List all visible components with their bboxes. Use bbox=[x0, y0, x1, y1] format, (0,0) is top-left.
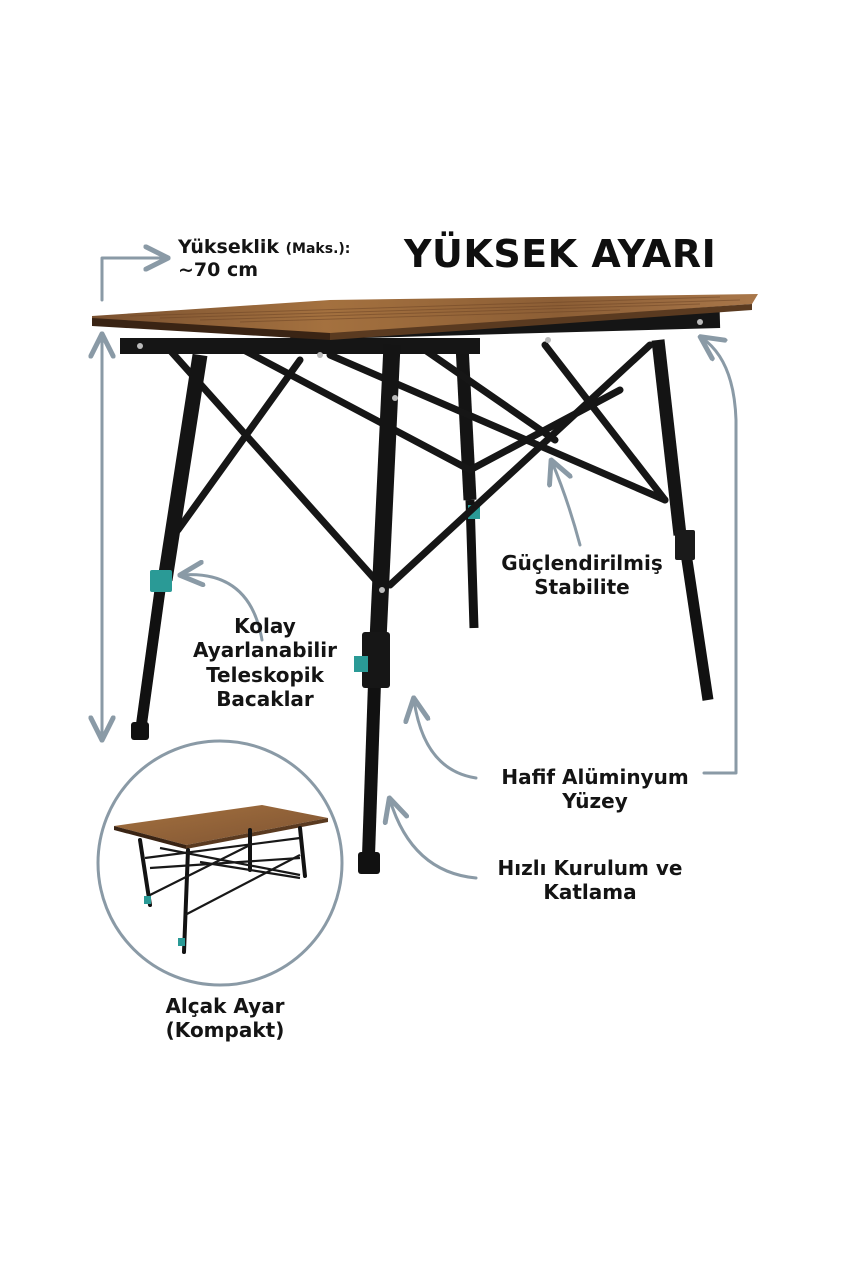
height-top-arrow bbox=[100, 258, 166, 302]
feature-surface-line: Hafif Alüminyum bbox=[501, 765, 689, 789]
surface-left-arrow bbox=[414, 700, 478, 780]
feature-stability-line: Stabilite bbox=[534, 575, 630, 600]
feature-setup-line: Katlama bbox=[543, 880, 637, 905]
table-top bbox=[92, 294, 758, 340]
height-qualifier: (Maks.): bbox=[285, 241, 351, 257]
back-right-leg bbox=[651, 339, 714, 701]
setup-arrow bbox=[390, 800, 478, 880]
compact-table-icon bbox=[114, 805, 328, 954]
feature-legs-line: Ayarlanabilir bbox=[193, 638, 337, 663]
arrows bbox=[100, 258, 738, 880]
feature-setup-line: Hızlı Kurulum ve bbox=[497, 856, 683, 880]
stability-arrow bbox=[552, 462, 582, 547]
compact-label: Alçak Ayar (Kompakt) bbox=[140, 994, 310, 1043]
height-label: Yükseklik (Maks.): ~70 cm bbox=[178, 236, 350, 282]
front-right-leg bbox=[354, 344, 401, 874]
feature-legs-line: Bacaklar bbox=[216, 687, 314, 712]
compact-inset bbox=[96, 739, 344, 987]
feature-legs-line: Kolay bbox=[234, 614, 296, 638]
feature-surface: Hafif Alüminyum Yüzey bbox=[488, 765, 702, 814]
feature-legs-line: Teleskopik bbox=[206, 662, 324, 687]
cross-braces bbox=[164, 341, 669, 589]
large-table bbox=[92, 294, 758, 874]
compact-label-line: Alçak Ayar bbox=[165, 994, 285, 1018]
height-value: ~70 cm bbox=[178, 259, 259, 282]
compact-label-line: (Kompakt) bbox=[165, 1018, 285, 1043]
feature-setup: Hızlı Kurulum ve Katlama bbox=[488, 856, 692, 905]
feature-stability: Güçlendirilmiş Stabilite bbox=[492, 551, 672, 600]
feature-surface-line: Yüzey bbox=[562, 789, 628, 814]
legs-arrow bbox=[182, 575, 264, 642]
height-label-text: Yükseklik bbox=[178, 236, 280, 258]
front-left-leg bbox=[131, 353, 208, 740]
feature-legs: Kolay Ayarlanabilir Teleskopik Bacaklar bbox=[170, 614, 360, 712]
feature-stability-line: Güçlendirilmiş bbox=[501, 551, 663, 575]
page-title: YÜKSEK AYARI bbox=[404, 232, 717, 276]
surface-bracket-arrow bbox=[702, 338, 738, 775]
